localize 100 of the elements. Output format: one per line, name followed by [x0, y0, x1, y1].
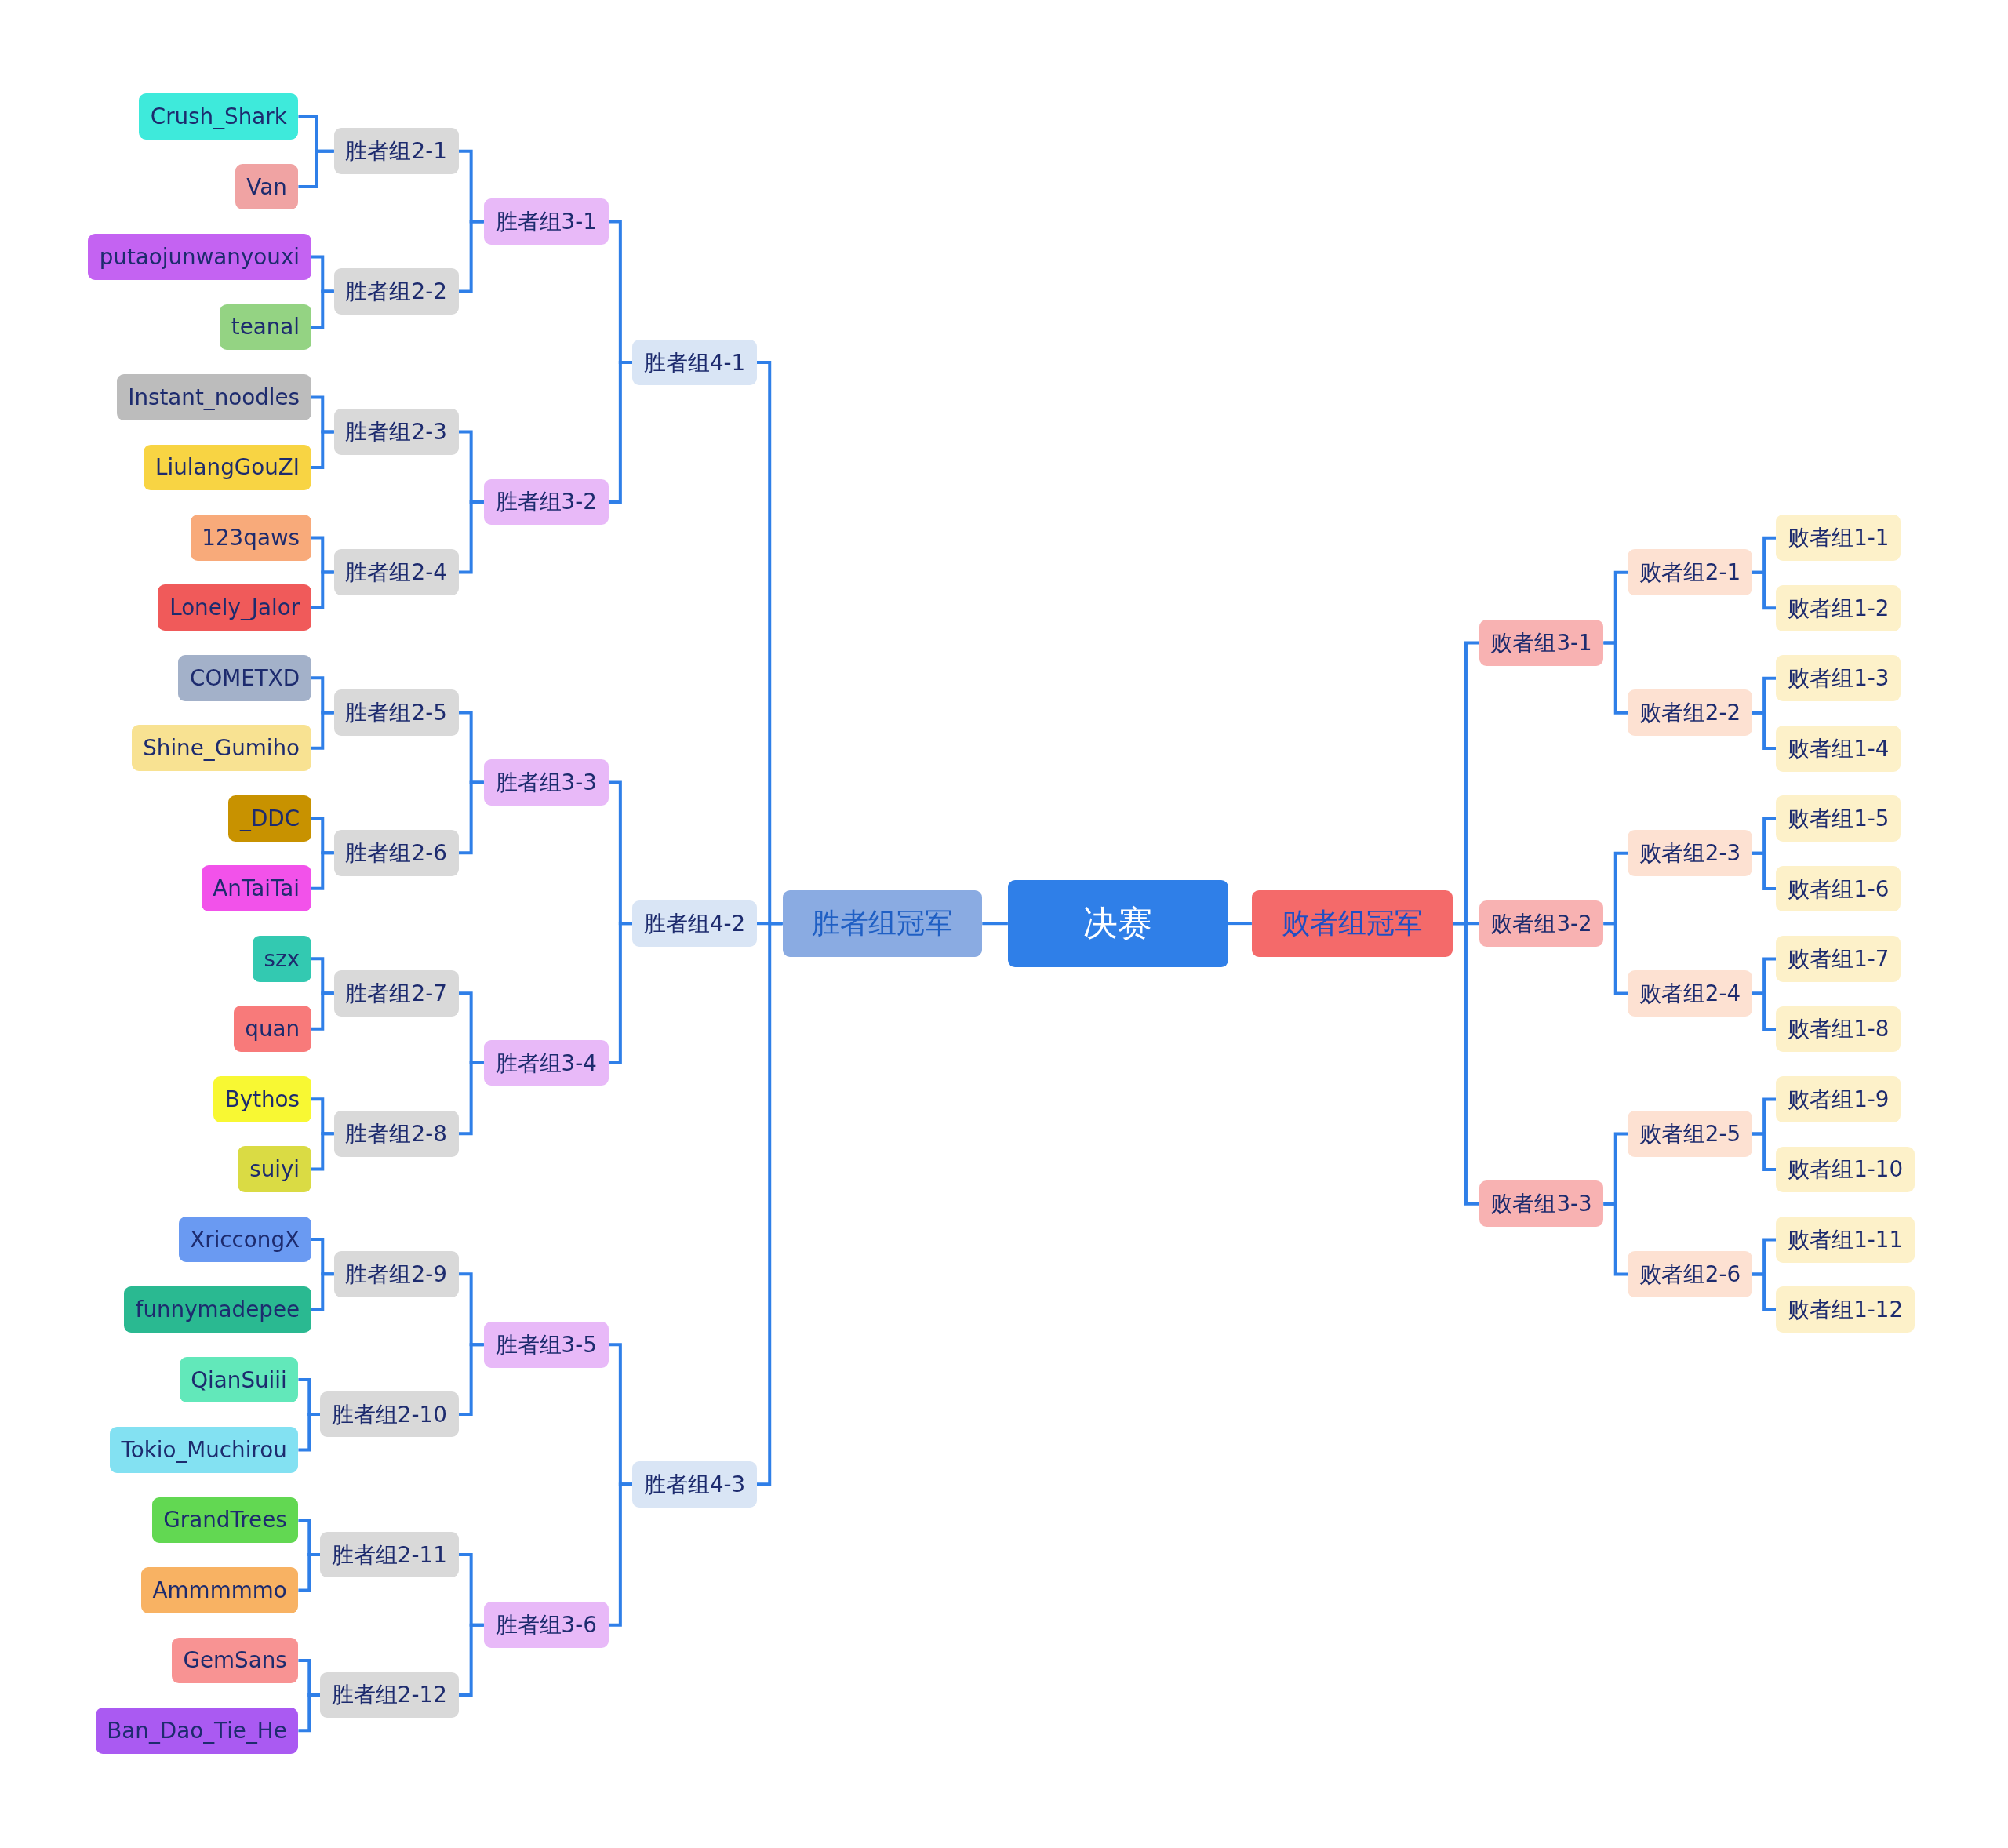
- match-box: 胜者组2-4: [333, 549, 459, 595]
- player-box: suiyi: [238, 1146, 311, 1192]
- connector-line: [298, 149, 334, 188]
- match-box: 败者组1-8: [1776, 1006, 1901, 1053]
- player-box: 123qaws: [190, 515, 311, 561]
- connector-line: [982, 922, 1008, 926]
- player-box: quan: [233, 1006, 311, 1053]
- match-box: 胜者组3-5: [483, 1321, 609, 1368]
- connector-line: [1752, 711, 1777, 751]
- player-box: GemSans: [171, 1637, 299, 1684]
- connector-line: [608, 361, 633, 504]
- connector-line: [1752, 1132, 1777, 1171]
- connector-line: [311, 289, 334, 329]
- match-box: 胜者组4-3: [632, 1461, 757, 1508]
- connector-line: [458, 1061, 484, 1136]
- connector-line: [311, 570, 334, 609]
- match-box: 败者组2-4: [1628, 970, 1752, 1017]
- match-box: 败者组3-1: [1479, 620, 1604, 666]
- match-box: 败者组1-6: [1776, 865, 1901, 912]
- match-box: 胜者组2-9: [333, 1250, 459, 1297]
- match-box: 败者组1-9: [1776, 1076, 1901, 1122]
- match-box: 败者组2-2: [1628, 689, 1752, 737]
- match-box: 胜者组3-1: [483, 198, 609, 245]
- player-box: Ban_Dao_Tie_He: [95, 1707, 299, 1754]
- match-box: 胜者组2-11: [320, 1531, 459, 1578]
- champion-box: 胜者组冠军: [782, 889, 983, 957]
- player-box: teanal: [220, 304, 311, 351]
- connector-line: [458, 1623, 484, 1697]
- match-box: 败者组1-10: [1776, 1146, 1915, 1193]
- player-box: szx: [252, 935, 311, 982]
- player-box: LiulangGouZI: [144, 444, 311, 491]
- player-box: Shine_Gumiho: [131, 725, 311, 772]
- connector-line: [458, 500, 484, 574]
- final-box: 决赛: [1007, 879, 1228, 967]
- player-box: Instant_noodles: [116, 374, 311, 420]
- match-box: 胜者组2-12: [320, 1672, 459, 1719]
- match-box: 胜者组2-5: [333, 689, 459, 736]
- match-box: 败者组2-1: [1628, 549, 1752, 596]
- match-box: 败者组1-5: [1776, 795, 1901, 842]
- connector-line: [1453, 922, 1479, 1206]
- match-box: 胜者组3-2: [483, 478, 609, 526]
- match-box: 胜者组3-3: [483, 759, 609, 806]
- match-box: 败者组3-2: [1479, 900, 1604, 947]
- connector-line: [458, 780, 484, 855]
- match-box: 败者组1-1: [1776, 515, 1901, 562]
- connector-line: [1752, 991, 1777, 1031]
- connector-line: [1228, 922, 1252, 926]
- connector-line: [756, 922, 783, 1486]
- match-box: 败者组1-4: [1776, 725, 1901, 772]
- player-box: COMETXD: [178, 654, 311, 701]
- match-box: 败者组1-11: [1776, 1217, 1915, 1263]
- connector-line: [1752, 570, 1777, 610]
- match-box: 胜者组2-1: [333, 128, 459, 174]
- connector-line: [608, 922, 633, 1065]
- match-box: 胜者组2-2: [333, 268, 459, 315]
- match-box: 败者组1-3: [1776, 655, 1901, 701]
- connector-line: [298, 1553, 321, 1592]
- connector-line: [1752, 851, 1777, 891]
- match-box: 胜者组3-6: [483, 1602, 609, 1649]
- player-box: Bythos: [213, 1075, 311, 1122]
- connector-line: [311, 1272, 334, 1311]
- champion-box: 败者组冠军: [1251, 889, 1453, 957]
- player-box: funnymadepee: [123, 1286, 311, 1333]
- player-box: QianSuiii: [179, 1356, 299, 1403]
- player-box: Lonely_Jalor: [158, 584, 311, 631]
- connector-line: [311, 991, 334, 1031]
- player-box: Van: [235, 163, 299, 210]
- player-box: XriccongX: [178, 1216, 311, 1263]
- match-box: 胜者组4-2: [632, 900, 757, 947]
- connector-line: [1752, 1272, 1777, 1311]
- match-box: 败者组1-12: [1776, 1286, 1915, 1333]
- player-box: _DDC: [228, 795, 311, 842]
- match-box: 败者组2-3: [1628, 830, 1752, 877]
- match-box: 胜者组4-1: [632, 339, 757, 386]
- connector-line: [608, 1482, 633, 1627]
- player-box: putaojunwanyouxi: [88, 234, 311, 280]
- connector-line: [458, 220, 484, 293]
- connector-line: [1603, 641, 1628, 715]
- connector-line: [311, 430, 334, 469]
- player-box: Crush_Shark: [139, 93, 299, 140]
- connector-line: [311, 711, 334, 750]
- connector-line: [311, 1132, 334, 1171]
- match-box: 胜者组2-6: [333, 829, 459, 876]
- match-box: 胜者组2-7: [333, 969, 459, 1017]
- player-box: Tokio_Muchirou: [109, 1427, 299, 1473]
- player-box: AnTaiTai: [201, 865, 311, 912]
- match-box: 败者组1-2: [1776, 584, 1901, 631]
- connector-line: [458, 1343, 484, 1417]
- match-box: 败者组1-7: [1776, 936, 1901, 982]
- connector-line: [1603, 922, 1628, 995]
- connector-line: [311, 851, 334, 890]
- match-box: 败者组2-6: [1628, 1251, 1752, 1297]
- match-box: 胜者组2-3: [333, 409, 459, 455]
- match-box: 胜者组2-10: [320, 1391, 459, 1438]
- player-box: GrandTrees: [151, 1497, 299, 1544]
- match-box: 败者组3-3: [1479, 1180, 1604, 1228]
- connector-line: [298, 1413, 321, 1452]
- match-box: 胜者组2-8: [333, 1110, 459, 1157]
- match-box: 胜者组3-4: [483, 1039, 609, 1086]
- connector-line: [298, 1693, 321, 1733]
